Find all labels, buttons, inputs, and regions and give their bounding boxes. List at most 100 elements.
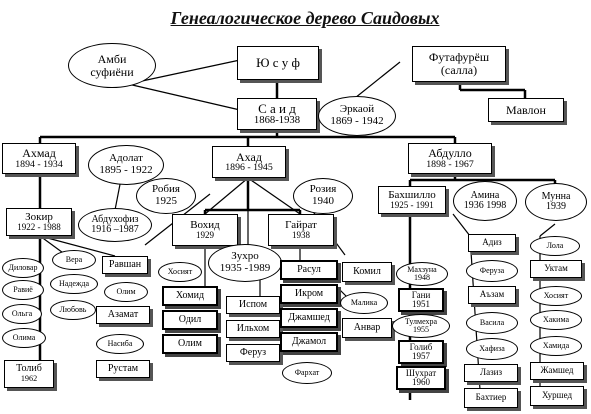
node-adiz: Адиз — [468, 234, 516, 252]
node-name: Мунна — [541, 190, 571, 202]
node-sub: 1896 - 1945 — [225, 162, 273, 174]
node-zhamshed: Жамшед — [530, 362, 584, 380]
node-nadezhda: Надежда — [50, 274, 98, 294]
node-name: Зокир — [25, 210, 53, 223]
node-name: Жамшед — [540, 365, 574, 376]
node-name: Любовь — [59, 304, 87, 314]
node-name: Тулмехра — [404, 316, 438, 326]
node-name: Адолат — [109, 152, 143, 165]
node-name: Зухро — [231, 250, 259, 263]
node-sub: 1957 — [412, 351, 430, 361]
node-name: Равиё — [13, 284, 33, 294]
node-olim-box: Олим — [162, 334, 218, 354]
node-name: Джамол — [291, 335, 327, 347]
node-name: Хуршед — [541, 390, 573, 401]
node-name: Толиб — [16, 363, 42, 375]
node-name: Комил — [353, 265, 381, 277]
node-name: Розия — [309, 183, 337, 196]
node-sub: 1940 — [312, 195, 334, 207]
node-olga: Ольга — [2, 304, 42, 324]
node-name: Гани — [411, 289, 431, 300]
node-dzhamshed: Джамшед — [280, 308, 338, 328]
node-name: Олим — [116, 286, 136, 296]
node-olim-oval: Олим — [104, 282, 148, 302]
node-name: Хамида — [542, 340, 570, 350]
node-name: Васила — [479, 317, 505, 327]
node-ikrom: Икром — [280, 284, 338, 304]
node-name: Анвар — [353, 321, 381, 333]
node-odil: Одил — [162, 310, 218, 330]
node-sub: 1869 - 1942 — [330, 115, 384, 127]
page-title: Генеалогическое дерево Саидовых — [170, 8, 440, 28]
node-name: Бахтиер — [475, 392, 507, 403]
node-khomid: Хомид — [162, 286, 218, 306]
node-dzhamol: Джамол — [280, 332, 338, 352]
node-sub: 1925 - 1991 — [390, 200, 434, 211]
node-sub: 1898 - 1967 — [426, 158, 474, 170]
node-name: Махзуна — [407, 264, 437, 274]
node-name: Испом — [238, 298, 268, 310]
node-komil: Комил — [342, 262, 392, 282]
node-sub: 1868-1938 — [253, 115, 301, 127]
node-khosiyat-2: Хосият — [530, 286, 582, 306]
node-bakhtier: Бахтиер — [464, 388, 518, 408]
node-sub: 1938 — [291, 230, 311, 241]
node-khamida: Хамида — [530, 336, 582, 356]
node-name: Равшан — [108, 258, 142, 270]
node-anvar: Анвар — [342, 318, 392, 338]
node-name: Хосият — [167, 266, 193, 276]
node-malika: Малика — [340, 292, 388, 314]
node-vasila: Васила — [466, 312, 518, 334]
node-name: Ю с у ф — [256, 55, 300, 71]
node-name: Джамшед — [288, 311, 330, 323]
node-sub: суфиёни — [90, 64, 134, 79]
node-name: Лола — [546, 240, 564, 250]
node-name: Ольга — [11, 308, 33, 318]
node-name: Голиб — [409, 341, 433, 352]
node-name: Хомид — [175, 289, 205, 301]
node-sub: 1929 — [195, 230, 215, 241]
node-khosiyat-1: Хосият — [158, 262, 202, 282]
node-rasul: Расул — [280, 260, 338, 280]
node-lyubov: Любовь — [50, 300, 96, 320]
node-vera: Вера — [52, 250, 96, 270]
node-mavlon: Мавлон — [488, 98, 564, 122]
node-ilkhom: Ильхом — [226, 320, 280, 338]
node-feruz: Феруз — [226, 344, 280, 362]
node-raviyo: Равиё — [2, 280, 44, 300]
node-name: Хакима — [542, 314, 570, 324]
node-futafuresh: Футафурёш(салла) — [412, 46, 506, 82]
node-name: Амина — [470, 189, 500, 201]
node-lola: Лола — [530, 236, 580, 256]
node-name: Абдухофиз — [91, 213, 139, 225]
node-sub: 1951 — [412, 299, 430, 309]
node-name: Феруз — [239, 346, 267, 358]
node-name: Азамат — [107, 308, 139, 320]
node-name: Шухрат — [405, 367, 437, 378]
node-name: Феруза — [479, 265, 505, 275]
node-uktam: Уктам — [530, 260, 582, 278]
node-ravshan: Равшан — [102, 256, 148, 274]
node-name: Лазиз — [479, 367, 503, 378]
node-name: Футафурёш — [428, 50, 490, 65]
node-sub: 1925 — [155, 195, 177, 207]
node-sub: 1948 — [414, 273, 430, 282]
node-name: Вера — [65, 254, 83, 264]
node-name: Икром — [294, 287, 324, 299]
node-dilovar: Диловар — [2, 258, 44, 278]
node-name: Олим — [178, 337, 202, 349]
node-azam: Аъзам — [468, 286, 516, 304]
node-name: Одил — [178, 313, 202, 325]
node-name: Мавлон — [506, 102, 546, 117]
